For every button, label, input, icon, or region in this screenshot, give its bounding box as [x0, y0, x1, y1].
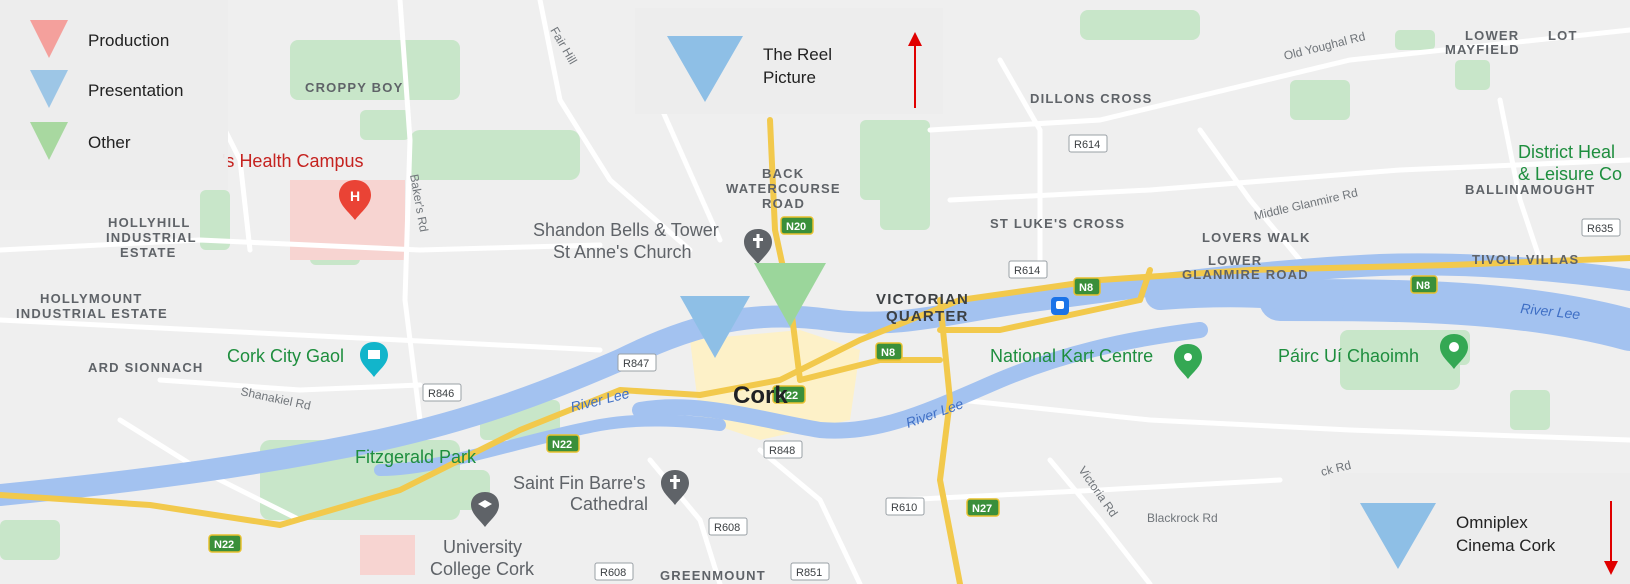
label-estate: ESTATE — [120, 245, 177, 260]
arrow-up-icon — [908, 32, 922, 108]
legend-swatch-other — [30, 122, 68, 160]
label-district-health: District Heal — [1518, 142, 1615, 162]
legend-label-other: Other — [88, 133, 131, 152]
stadium-icon — [1440, 334, 1468, 369]
label-st-lukes-cross: ST LUKE'S CROSS — [990, 216, 1125, 231]
label-victorian: VICTORIAN — [876, 291, 969, 308]
callout-reel-marker-triangle — [667, 36, 743, 102]
cathedral-church-icon — [661, 470, 689, 505]
label-lot: LOT — [1548, 28, 1578, 43]
label-industrial: INDUSTRIAL — [106, 230, 197, 245]
callout-omniplex-line2: Cinema Cork — [1456, 536, 1556, 555]
svg-text:N20: N20 — [786, 221, 806, 233]
legend-label-production: Production — [88, 31, 170, 50]
museum-icon — [360, 342, 388, 377]
label-ballinamought: BALLINAMOUGHT — [1465, 182, 1595, 197]
arrow-down-icon — [1604, 501, 1618, 575]
place-marker-icon — [1174, 344, 1202, 379]
marker-presentation-triangle[interactable] — [680, 296, 750, 358]
city-label-cork: Cork — [733, 382, 788, 409]
svg-text:N22: N22 — [552, 439, 572, 451]
callout-reel-line1: The Reel — [763, 45, 832, 64]
svg-text:N22: N22 — [214, 539, 234, 551]
label-road: ROAD — [762, 196, 805, 211]
svg-text:R614: R614 — [1014, 265, 1040, 277]
poi-labels: 's Health Campus Shandon Bells & Tower S… — [222, 142, 1622, 579]
label-college-cork: College Cork — [430, 559, 535, 579]
university-icon — [471, 492, 499, 527]
label-blackrock-rd: Blackrock Rd — [1147, 511, 1218, 525]
train-station-icon — [1051, 297, 1069, 315]
svg-text:R846: R846 — [428, 388, 454, 400]
label-national-kart-centre: National Kart Centre — [990, 346, 1153, 366]
svg-text:N8: N8 — [1079, 282, 1093, 294]
area-labels: CROPPY BOY DILLONS CROSS LOWER MAYFIELD … — [16, 28, 1595, 583]
label-hollymount: HOLLYMOUNT — [40, 291, 143, 306]
label-tivoli-villas: TIVOLI VILLAS — [1472, 252, 1579, 267]
legend-label-presentation: Presentation — [88, 81, 184, 100]
label-lower: LOWER — [1465, 28, 1519, 43]
label-pairc-ui-chaoimh: Páirc Uí Chaoimh — [1278, 346, 1419, 366]
label-greenmount: GREENMOUNT — [660, 568, 766, 583]
label-croppy-boy: CROPPY BOY — [305, 80, 403, 95]
callout-reel-line2: Picture — [763, 68, 816, 87]
label-quarter: QUARTER — [886, 308, 969, 325]
hospital-icon: H — [339, 180, 371, 220]
label-cathedral: Cathedral — [570, 494, 648, 514]
label-dillons-cross: DILLONS CROSS — [1030, 91, 1153, 106]
church-icon — [744, 229, 772, 264]
label-health-campus: 's Health Campus — [222, 151, 364, 171]
marker-other-triangle[interactable] — [754, 263, 826, 327]
svg-text:R635: R635 — [1587, 223, 1613, 235]
svg-text:N8: N8 — [1416, 280, 1430, 292]
label-university: University — [443, 537, 522, 557]
callout-omniplex-marker-triangle — [1360, 503, 1436, 569]
legend-swatch-production — [30, 20, 68, 58]
label-hollyhill: HOLLYHILL — [108, 215, 191, 230]
label-saint-fin-barres: Saint Fin Barre's — [513, 473, 646, 493]
legend-swatch-presentation — [30, 70, 68, 108]
label-lovers-walk: LOVERS WALK — [1202, 230, 1311, 245]
label-back: BACK — [762, 166, 804, 181]
label-cork-city-gaol: Cork City Gaol — [227, 346, 344, 366]
svg-text:R614: R614 — [1074, 139, 1100, 151]
callout-the-reel-picture: The Reel Picture — [635, 8, 943, 114]
legend-panel: Production Presentation Other — [0, 0, 228, 190]
label-watercourse: WATERCOURSE — [726, 181, 841, 196]
label-glanmire-road: GLANMIRE ROAD — [1182, 267, 1309, 282]
svg-text:R608: R608 — [714, 522, 740, 534]
label-lower-glanmire: LOWER — [1208, 253, 1262, 268]
label-mayfield: MAYFIELD — [1445, 42, 1520, 57]
label-ard-sionnach: ARD SIONNACH — [88, 360, 204, 375]
svg-text:N22: N22 — [778, 390, 798, 402]
label-fitzgerald-park: Fitzgerald Park — [355, 447, 477, 467]
callout-omniplex-line1: Omniplex — [1456, 513, 1528, 532]
svg-text:N8: N8 — [881, 347, 895, 359]
svg-text:R851: R851 — [796, 567, 822, 579]
svg-text:R848: R848 — [769, 445, 795, 457]
label-st-annes-church: St Anne's Church — [553, 242, 692, 262]
label-industrial-estate: INDUSTRIAL ESTATE — [16, 306, 168, 321]
svg-text:R610: R610 — [891, 502, 917, 514]
hospital-area-south — [360, 535, 415, 575]
svg-text:H: H — [350, 188, 360, 204]
svg-text:R847: R847 — [623, 358, 649, 370]
label-leisure-centre: & Leisure Co — [1518, 164, 1622, 184]
svg-text:R608: R608 — [600, 567, 626, 579]
label-river-lee-east: River Lee — [1520, 300, 1581, 322]
callout-omniplex-cinema-cork: Omniplex Cinema Cork — [1330, 473, 1630, 584]
svg-text:N27: N27 — [972, 503, 992, 515]
road-shields: N20 N8 N8 N8 N22 N22 N22 N27 R614 R614 R… — [208, 134, 1621, 581]
label-shandon-bells: Shandon Bells & Tower — [533, 220, 719, 240]
